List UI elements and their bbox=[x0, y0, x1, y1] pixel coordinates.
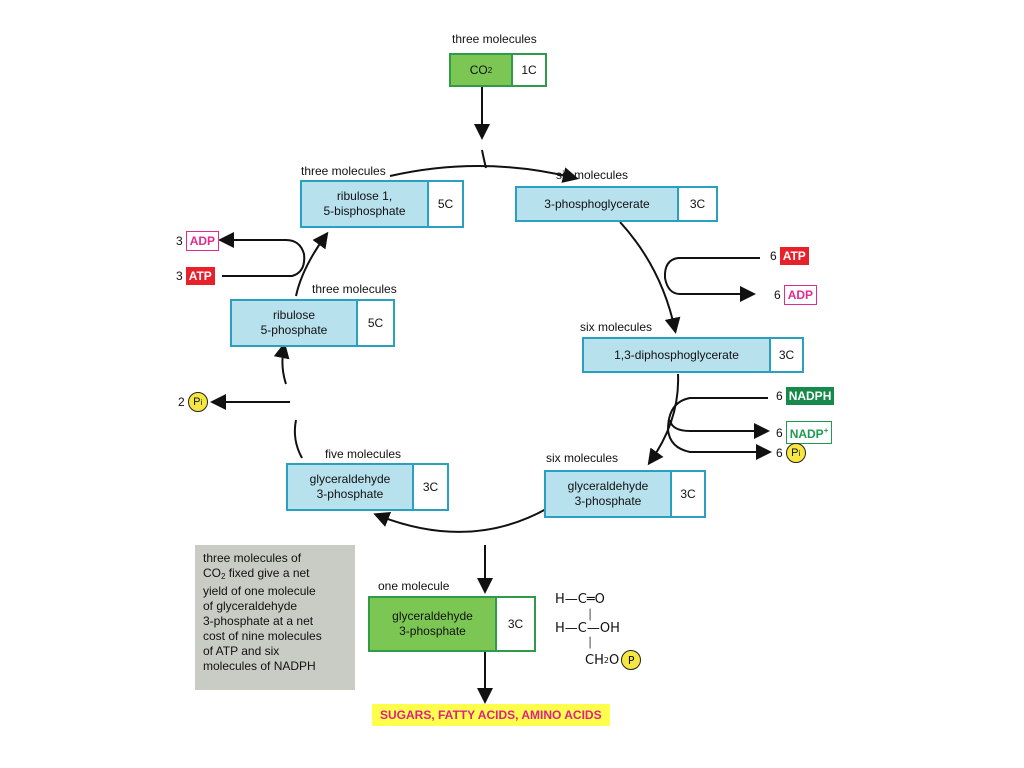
bond-vertical: │ bbox=[587, 610, 594, 621]
rubp-box: ribulose 1, 5-bisphosphate 5C bbox=[300, 180, 464, 228]
arc-left-middle bbox=[273, 342, 290, 385]
phosphate-icon: P bbox=[621, 650, 642, 670]
atp-right-pill: ATP bbox=[779, 247, 809, 265]
rubp-label: three molecules bbox=[301, 164, 386, 178]
adp-left-pill: ADP bbox=[185, 231, 220, 251]
g3p-six-label: six molecules bbox=[546, 451, 619, 465]
bond-vertical: │ bbox=[587, 638, 594, 649]
g3p-one-label: one molecule bbox=[378, 579, 450, 593]
g3p-structure-row1: H—C═O bbox=[555, 592, 605, 607]
dpg-box: 1,3-diphosphoglycerate 3C bbox=[582, 337, 804, 373]
pga-box: 3-phosphoglycerate 3C bbox=[515, 186, 718, 222]
nadph-pill: NADPH bbox=[785, 387, 835, 405]
arc-right-upper bbox=[619, 221, 681, 334]
atp-left-branch bbox=[218, 232, 306, 277]
ru5p-name-2: 5-phosphate bbox=[260, 323, 328, 337]
g3p-five-name-2: 3-phosphate bbox=[316, 487, 384, 501]
g3p-five-label: five molecules bbox=[325, 447, 402, 461]
pga-carbons: 3C bbox=[677, 188, 716, 220]
pga-label: six molecules bbox=[556, 168, 629, 182]
ru5p-box: ribulose 5-phosphate 5C bbox=[230, 299, 395, 347]
nadp-pill: NADP+ bbox=[785, 421, 833, 444]
rubp-name-2: 5-bisphosphate bbox=[323, 204, 406, 218]
g3p-six-name-1: glyceraldehyde bbox=[567, 479, 649, 493]
rubp-carbons: 5C bbox=[427, 182, 462, 226]
nadph-branch bbox=[666, 397, 772, 460]
g3p-one-carbons: 3C bbox=[495, 598, 534, 650]
g3p-one-name-1: glyceraldehyde bbox=[392, 609, 473, 623]
arc-left-upper bbox=[295, 231, 329, 297]
dpg-name: 1,3-diphosphoglycerate bbox=[584, 339, 769, 371]
co2-carbons: 1C bbox=[511, 55, 545, 85]
co2-label: three molecules bbox=[452, 32, 537, 46]
arc-top-right bbox=[389, 165, 579, 183]
summary-note: three molecules of CO2 fixed give a net … bbox=[195, 545, 355, 690]
adp-right-pill: ADP bbox=[783, 285, 818, 305]
dpg-label: six molecules bbox=[580, 320, 653, 334]
g3p-five-name-1: glyceraldehyde bbox=[309, 472, 391, 486]
g3p-one-box: glyceraldehyde 3-phosphate 3C bbox=[368, 596, 536, 652]
ru5p-name-1: ribulose bbox=[272, 308, 316, 322]
ru5p-label: three molecules bbox=[312, 282, 397, 296]
rubp-name-1: ribulose 1, bbox=[336, 189, 393, 203]
g3p-five-carbons: 3C bbox=[412, 465, 447, 509]
g3p-six-box: glyceraldehyde 3-phosphate 3C bbox=[544, 470, 706, 518]
dpg-carbons: 3C bbox=[769, 339, 802, 371]
g3p-six-name-2: 3-phosphate bbox=[574, 494, 642, 508]
arc-left-lower bbox=[293, 419, 303, 459]
products-label: SUGARS, FATTY ACIDS, AMINO ACIDS bbox=[372, 704, 610, 726]
atp-right-branch bbox=[663, 257, 760, 302]
ru5p-carbons: 5C bbox=[356, 301, 393, 345]
g3p-structure-row2: H—C—OH bbox=[555, 621, 620, 636]
nadp-branch bbox=[669, 419, 770, 439]
arc-right-lower bbox=[647, 373, 680, 466]
atp-left-pill: ATP bbox=[185, 267, 215, 285]
arc-bottom bbox=[373, 507, 549, 533]
g3p-one-name-2: 3-phosphate bbox=[399, 624, 466, 638]
pga-name: 3-phosphoglycerate bbox=[517, 188, 677, 220]
g3p-six-carbons: 3C bbox=[670, 472, 704, 516]
g3p-five-box: glyceraldehyde 3-phosphate 3C bbox=[286, 463, 449, 511]
